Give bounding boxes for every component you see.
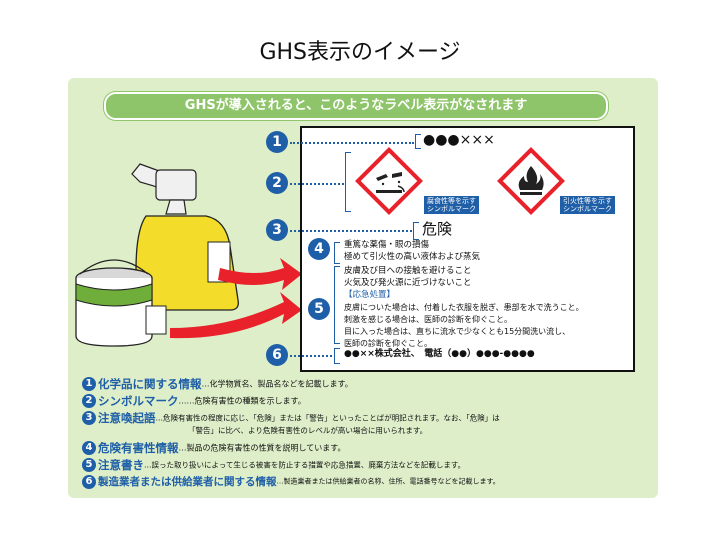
leader-line-3	[290, 230, 412, 232]
arrow-icon	[170, 258, 302, 339]
marker-6: 6	[266, 344, 288, 366]
first-aid-heading: 【応急処置】	[344, 290, 396, 300]
legend-row-3-cont: 「警告」に比べ、より危険有害性のレベルが高い場合に用いられます。	[188, 426, 428, 435]
marker-5: 5	[308, 298, 330, 320]
first-aid-line-3: 目に入った場合は、直ちに流水で少なくとも15分間洗い流し、	[344, 327, 571, 336]
product-name: ●●●×××	[423, 132, 495, 148]
spray-bottle-icon	[131, 163, 239, 311]
leader-line-2	[290, 183, 344, 185]
bracket-6	[334, 348, 340, 364]
pictogram-caption-corrosion: 腐食性等を示す シンボルマーク	[424, 196, 479, 214]
first-aid-line-2: 刺激を感じる場合は、医師の診断を仰ぐこと。	[344, 315, 512, 324]
marker-3: 3	[266, 219, 288, 241]
bracket-4	[334, 242, 340, 264]
leader-line-6	[290, 355, 332, 357]
flame-icon	[497, 147, 565, 215]
pictogram-caption-flame: 引火性等を示す シンボルマーク	[560, 196, 615, 214]
corrosion-icon	[355, 147, 423, 215]
first-aid-line-4: 医師の診断を仰ぐこと。	[344, 339, 432, 348]
banner: GHSが導入されると、このようなラベル表示がなされます	[104, 92, 608, 120]
bracket-1	[415, 134, 421, 149]
pictogram-flame	[497, 147, 565, 215]
first-aid-line-1: 皮膚についた場合は、付着した衣服を脱ぎ、患部を水で洗うこと。	[344, 303, 584, 312]
signal-word: 危険	[422, 220, 453, 238]
hazard-line-2: 極めて引火性の高い液体および蒸気	[344, 252, 481, 262]
products-illustration	[75, 163, 302, 347]
supplier-line: ●●××株式会社、 電話（●●）●●●-●●●●	[344, 349, 535, 359]
ghs-label	[300, 126, 635, 372]
pictogram-corrosion	[355, 147, 423, 215]
paint-can-icon	[75, 259, 167, 347]
bracket-5	[334, 266, 340, 344]
slide-title: GHS表示のイメージ	[259, 40, 461, 65]
bracket-3	[413, 222, 419, 240]
hazard-line-1: 重篤な薬傷・眼の損傷	[344, 240, 430, 250]
marker-2: 2	[266, 172, 288, 194]
marker-1: 1	[266, 131, 288, 153]
bracket-2	[345, 152, 351, 212]
marker-4: 4	[308, 238, 330, 260]
leader-line-1	[290, 142, 414, 144]
precaution-line-1: 皮膚及び目への接触を避けること	[344, 266, 472, 276]
precaution-line-2: 火気及び発火源に近づけないこと	[344, 278, 472, 288]
